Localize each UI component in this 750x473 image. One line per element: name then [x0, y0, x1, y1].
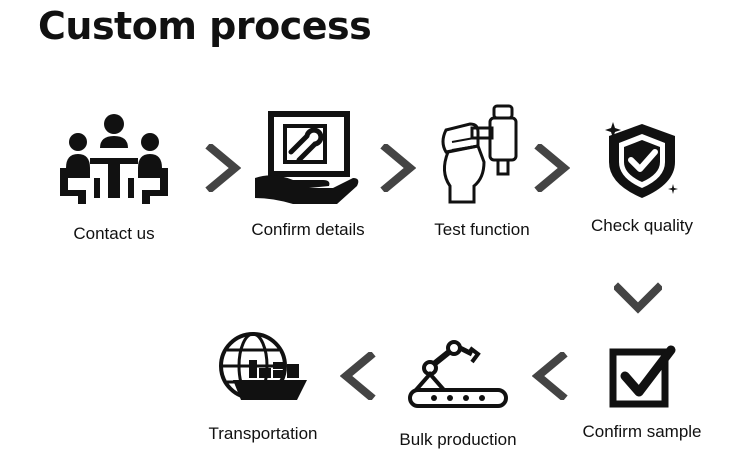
robot-conveyor-icon — [408, 340, 508, 408]
chevron-left-icon — [532, 352, 568, 400]
chevron-right-icon — [205, 144, 241, 192]
step-label: Confirm details — [251, 220, 365, 239]
shield-check-icon — [605, 122, 678, 198]
chevron-left-icon — [340, 352, 376, 400]
step-label: Bulk production — [399, 430, 517, 449]
chevron-right-icon — [380, 144, 416, 192]
chevron-right-icon — [534, 144, 570, 192]
meeting-icon — [60, 114, 168, 204]
step-label: Check quality — [590, 216, 694, 235]
step-transportation: Transportation — [183, 330, 343, 444]
step-confirm-sample: Confirm sample — [562, 344, 722, 442]
globe-ship-icon — [219, 332, 307, 400]
step-label: Transportation — [208, 424, 318, 443]
fist-hammer-icon — [441, 104, 518, 204]
step-label: Confirm sample — [582, 422, 702, 441]
page-title: Custom process — [38, 4, 372, 48]
step-bulk-production: Bulk production — [378, 338, 538, 450]
step-label: Test function — [434, 220, 530, 239]
monitor-wrench-icon — [255, 111, 359, 204]
step-test-function: Test function — [402, 102, 562, 240]
step-check-quality: Check quality — [562, 118, 722, 236]
step-contact-us: Contact us — [34, 112, 194, 244]
checkbox-icon — [609, 345, 676, 408]
step-label: Contact us — [73, 224, 155, 243]
chevron-down-icon — [614, 282, 662, 314]
step-confirm-details: Confirm details — [228, 108, 388, 240]
